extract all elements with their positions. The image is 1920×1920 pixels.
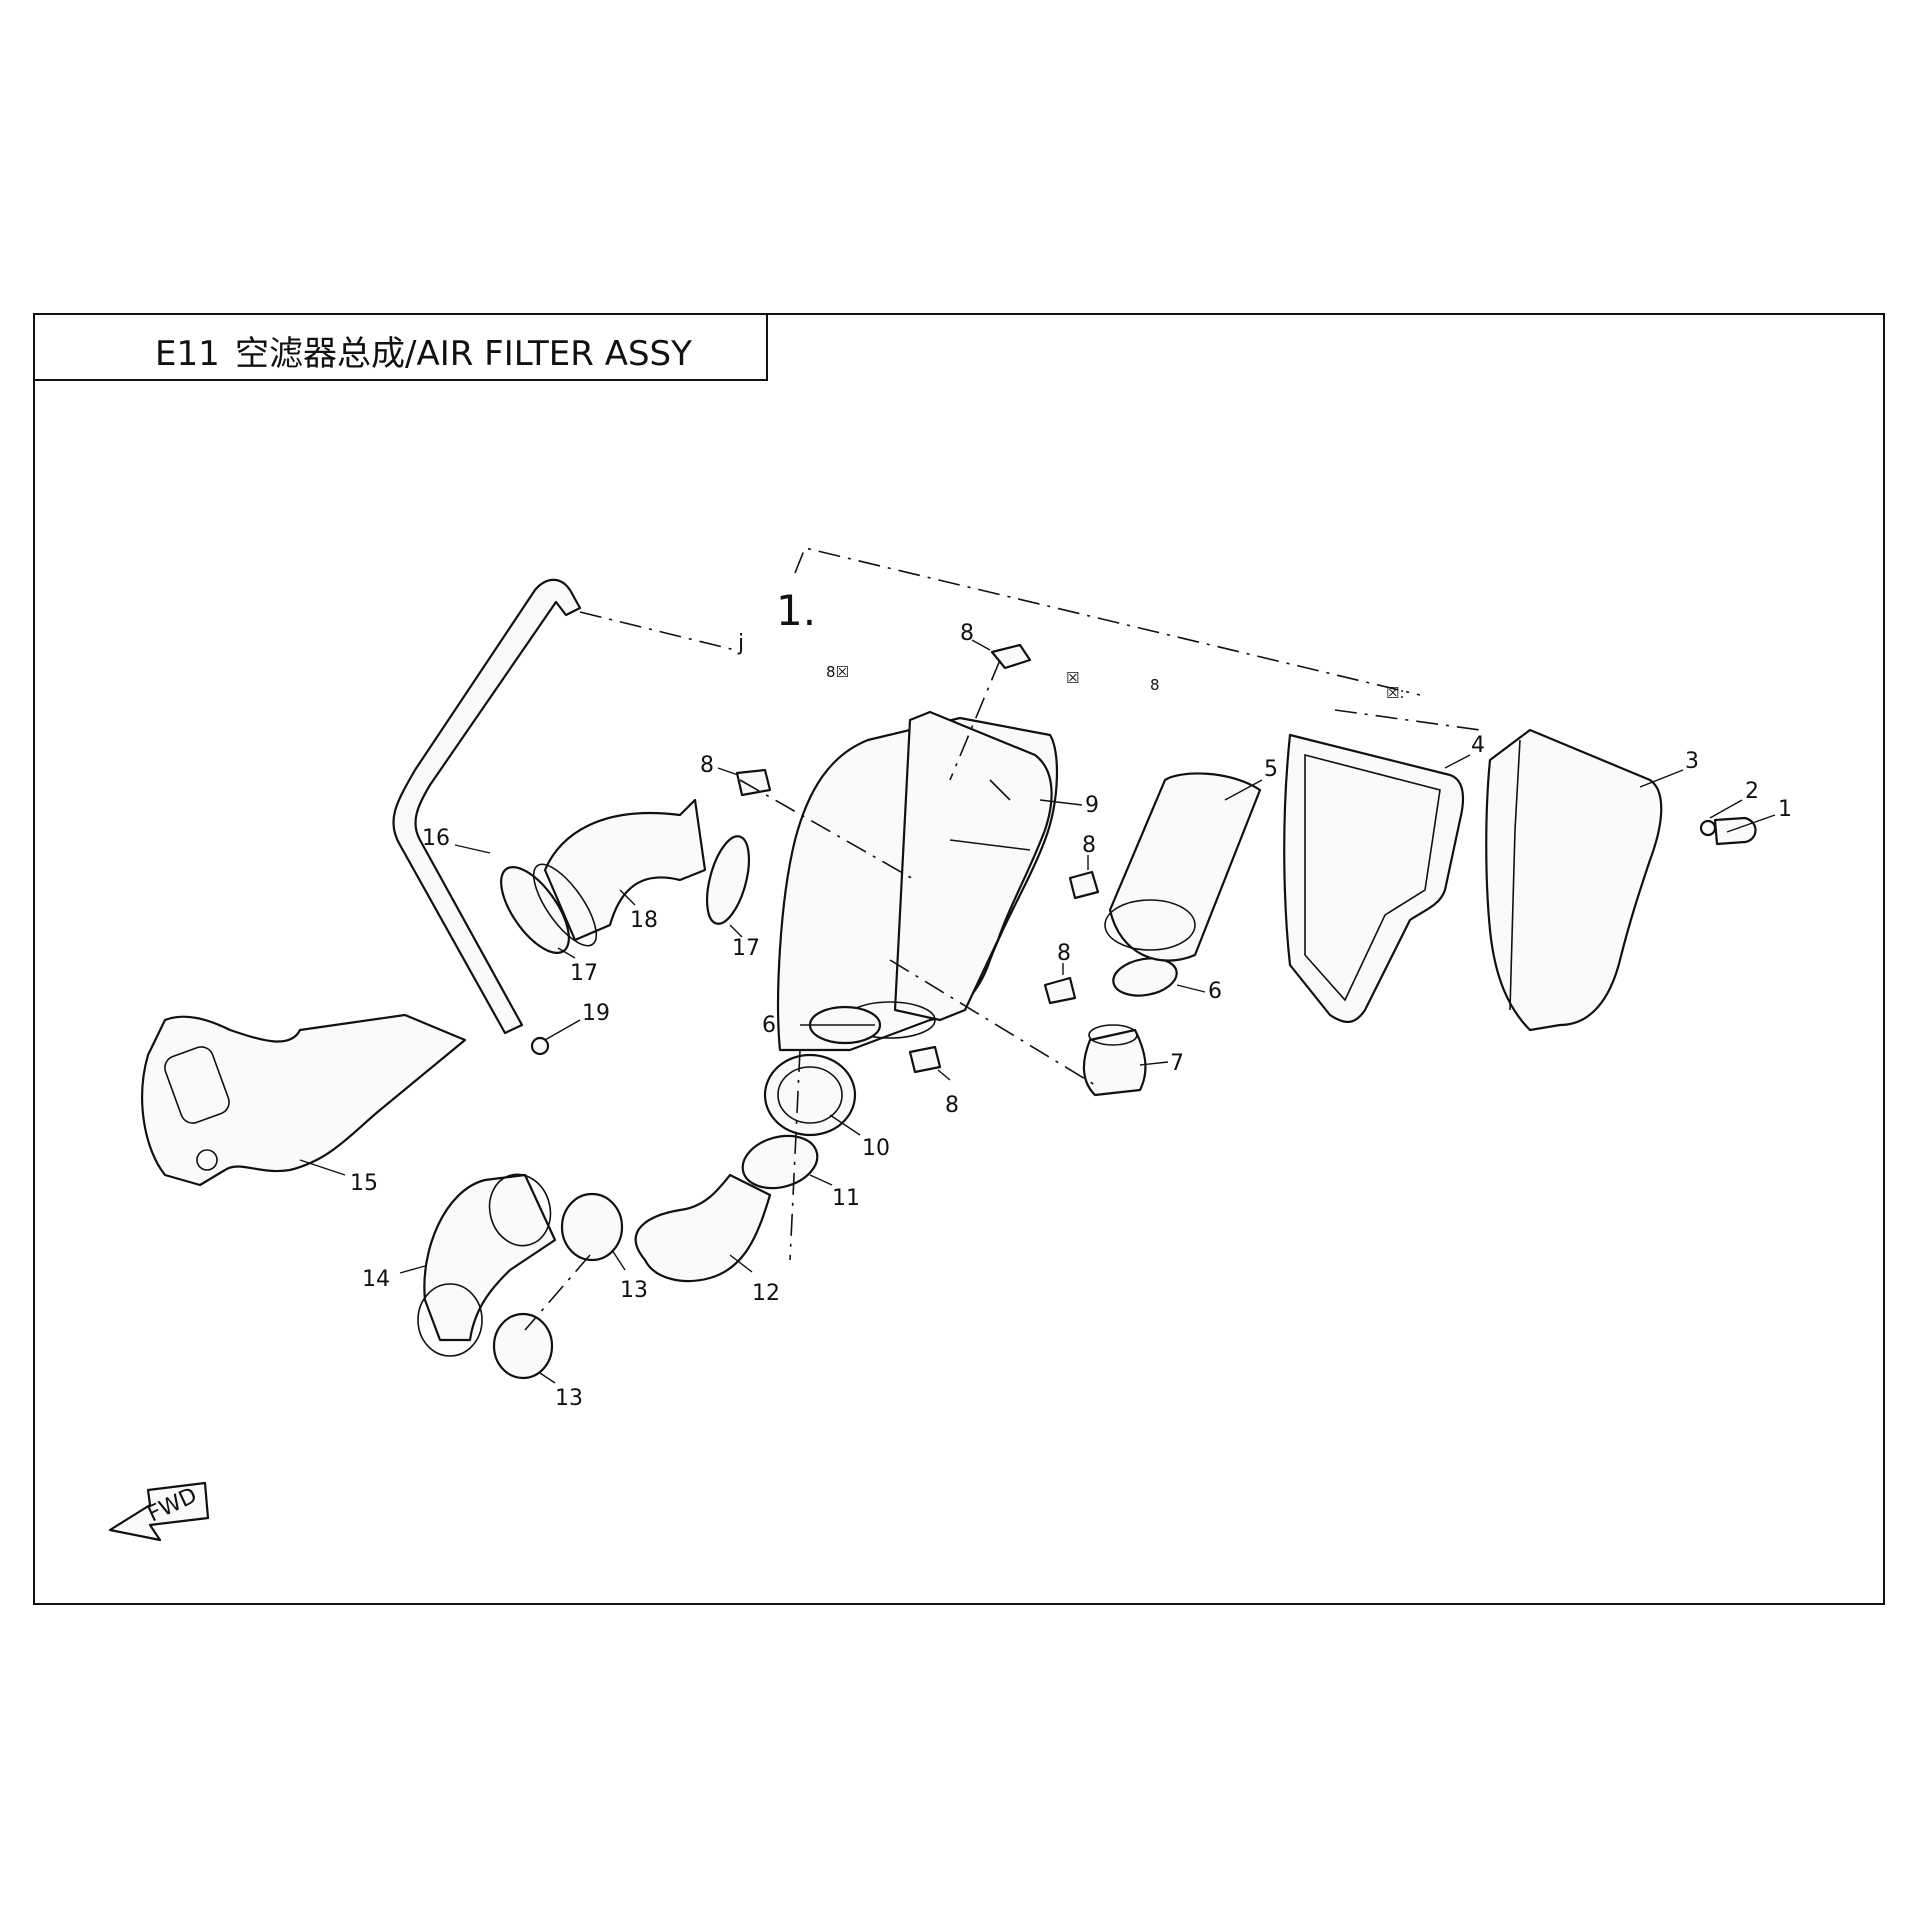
stray-mark-4: ☒: — [1386, 684, 1405, 702]
hose-clamp-right — [1112, 957, 1178, 997]
callout-10: 10 — [862, 1136, 890, 1161]
diagram-code: E11 — [155, 334, 220, 374]
callout-8b: 8 — [700, 753, 714, 778]
callout-13b: 13 — [555, 1386, 583, 1411]
callout-5: 5 — [1264, 757, 1278, 782]
stray-mark-1: 8☒ — [826, 663, 849, 681]
seal-ring-right — [705, 835, 751, 925]
callout-8d: 8 — [1057, 941, 1071, 966]
clip-bottom — [908, 1045, 942, 1074]
filter-gasket — [1283, 733, 1465, 1023]
callout-16: 16 — [422, 826, 450, 851]
clip-top — [990, 643, 1032, 670]
callout-2: 2 — [1745, 779, 1759, 804]
callout-12: 12 — [752, 1281, 780, 1306]
callout-19: 19 — [582, 1001, 610, 1026]
throttle-clamp-upper — [560, 1192, 624, 1262]
title-block: E11 空滤器总成/AIR FILTER ASSY — [34, 314, 768, 381]
callout-17b: 17 — [732, 936, 760, 961]
callout-9: 9 — [1085, 793, 1099, 818]
throttle-elbow — [417, 1173, 557, 1357]
elbow-connector — [532, 798, 707, 947]
throttle-clamp-lower — [492, 1312, 554, 1380]
callout-17a: 17 — [570, 961, 598, 986]
stray-mark-2: ☒ — [1066, 669, 1079, 687]
intake-duct — [141, 1013, 467, 1187]
callout-7: 7 — [1170, 1051, 1184, 1076]
hose-clip — [530, 1036, 550, 1056]
stray-mark-3: 8 — [1150, 676, 1160, 694]
callout-8a: 8 — [960, 621, 974, 646]
callout-6b: 6 — [1208, 979, 1222, 1004]
intake-hose — [634, 1173, 772, 1282]
callouts: 1 2 3 4 5 6 6 7 8 8 8 8 8 9 10 11 12 — [299, 621, 1792, 1411]
callout-13a: 13 — [620, 1278, 648, 1303]
callout-14: 14 — [362, 1267, 390, 1292]
air-filter-box — [777, 710, 1059, 1052]
assembly-marker: 1. — [776, 586, 816, 635]
callout-8c: 8 — [1082, 833, 1096, 858]
cover-knob — [1713, 816, 1757, 846]
callout-15: 15 — [350, 1171, 378, 1196]
breather-tube — [392, 578, 582, 1035]
diagram-title: 空滤器总成/AIR FILTER ASSY — [235, 334, 692, 374]
filter-element — [1104, 772, 1262, 962]
bellows-clamp — [741, 1134, 819, 1190]
cover-screw — [1699, 819, 1717, 837]
callout-1: 1 — [1778, 797, 1792, 822]
forward-direction-arrow: FWD — [108, 1481, 210, 1542]
callout-11: 11 — [832, 1186, 860, 1211]
intake-bellows — [763, 1053, 857, 1137]
callout-6a: 6 — [762, 1013, 776, 1038]
clip-left — [735, 768, 772, 797]
drawing-frame — [33, 313, 1885, 1605]
callout-3: 3 — [1685, 749, 1699, 774]
clip-mid — [1068, 870, 1100, 900]
callout-18: 18 — [630, 908, 658, 933]
filter-sleeve — [1082, 1024, 1147, 1097]
callout-4: 4 — [1471, 733, 1485, 758]
assembly-boundary: 1. j 8☒ ☒ 8 ☒: — [579, 547, 1421, 702]
callout-8e: 8 — [945, 1093, 959, 1118]
stray-mark-j: j — [737, 631, 744, 656]
clip-low — [1043, 976, 1077, 1005]
filter-box-cover — [1485, 728, 1663, 1032]
